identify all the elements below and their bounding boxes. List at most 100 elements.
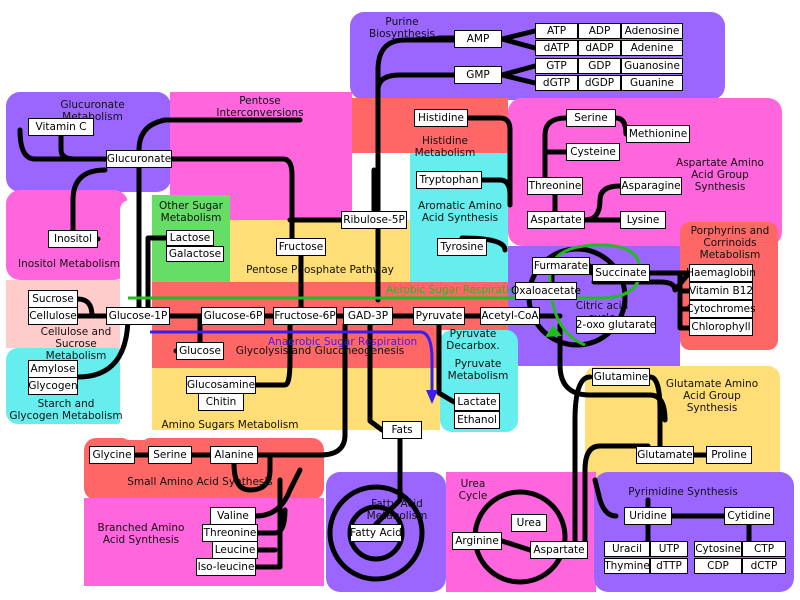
aerobic-flow-label: Aerobic Sugar Respiration [386, 284, 522, 296]
pathway-line [557, 322, 668, 423]
node-methionine: Methionine [626, 125, 690, 143]
node-glutamine: Glutamine [592, 368, 650, 386]
node-fructose-6p: Fructose-6P [273, 307, 337, 325]
node-aspartate-top: Aspartate [527, 211, 585, 229]
pathway-line [402, 35, 457, 43]
node-serine-top: Serine [566, 109, 616, 127]
node-threonine-top: Threonine [527, 177, 583, 195]
region-title-glycolysis: Glycolysis and Gluconeogenesis [235, 345, 405, 357]
region-title-amino-sugars: Amino Sugars Metabolism [161, 419, 299, 431]
node-oxoglutarate: 2-oxo glutarate [576, 316, 656, 334]
region-title-pyruvate-metab: Pyruvate Metabolism [447, 358, 509, 382]
pathway-line [70, 167, 108, 203]
node-adenine: Adenine [621, 40, 683, 56]
node-galactose: Galactose [166, 246, 224, 262]
node-vitamin-b12: Vitamin B12 [689, 282, 753, 300]
node-glucose-6p: Glucose-6P [201, 307, 265, 325]
node-glutamate: Glutamate [636, 446, 694, 464]
node-gtp: GTP [535, 58, 578, 74]
node-cytochromes: Cytochromes [686, 300, 756, 318]
node-ctp: CTP [742, 541, 786, 557]
node-alanine: Alanine [210, 446, 258, 464]
region-title-inositol: Inositol Metabolism [17, 258, 121, 270]
node-dgtp: dGTP [535, 75, 578, 91]
region-title-pyruvate-decarbox: Pyruvate Decarbox. [446, 328, 500, 352]
pathway-line [255, 322, 348, 458]
node-atp: ATP [535, 23, 578, 39]
node-utp: UTP [650, 541, 688, 557]
node-ethanol: Ethanol [454, 411, 500, 429]
pathway-line [592, 477, 619, 519]
node-adenosine: Adenosine [621, 23, 683, 39]
region-aspartate [508, 98, 782, 246]
node-cellulose: Cellulose [28, 307, 78, 325]
pathway-line [75, 313, 131, 380]
node-vitamin-c: Vitamin C [28, 118, 94, 136]
pathway-line [375, 72, 457, 93]
region-title-pentose-phosphate: Pentose Phosphate Pathway [246, 264, 394, 276]
pathway-line [572, 374, 593, 544]
node-uracil: Uracil [604, 541, 650, 557]
node-guanine: Guanine [621, 75, 683, 91]
aerobic-flow-line [128, 243, 642, 347]
node-fatty-acid: Fatty Acid [350, 524, 402, 542]
pathway-line [582, 443, 651, 544]
pathway-line [499, 72, 538, 86]
region-title-fatty-acid: Fatty Acid Metabolism [366, 498, 428, 522]
node-lysine: Lysine [620, 211, 666, 229]
node-fats: Fats [382, 421, 422, 439]
node-guanosine: Guanosine [621, 58, 683, 74]
pathway-line [367, 322, 385, 433]
pathway-line [218, 322, 293, 388]
node-datp: dATP [535, 40, 578, 56]
region-title-other-sugar: Other Sugar Metabolism [159, 200, 223, 224]
node-pyruvate: Pyruvate [413, 307, 465, 325]
pathway-line [145, 235, 169, 319]
node-amp: AMP [454, 30, 502, 48]
node-dgdp: dGDP [578, 75, 621, 91]
aerobic-arrowhead [545, 325, 562, 337]
node-oxaloacetate: Oxaloacetate [511, 282, 581, 300]
pathway-line [499, 63, 538, 78]
pathway-line [231, 452, 273, 493]
node-lactose: Lactose [166, 230, 214, 246]
region-title-porphyrins: Porphyrins and Corrinoids Metabolism [690, 225, 770, 261]
node-asparagine: Asparagine [620, 177, 682, 195]
node-serine-bottom: Serine [148, 446, 192, 464]
node-tryptophan: Tryptophan [416, 171, 482, 189]
node-thymine: Thymine [604, 558, 650, 574]
node-sucrose: Sucrose [28, 290, 78, 308]
pathway-line [436, 313, 457, 405]
region-title-cellulose: Cellulose and Sucrose Metabolism [40, 326, 112, 362]
pathway-line [591, 270, 692, 293]
pathway-line [136, 156, 295, 243]
node-chlorophyll: Chlorophyll [689, 318, 753, 336]
pathway-line [58, 133, 109, 162]
pathway-line [373, 436, 403, 527]
node-glycogen: Glycogen [28, 377, 78, 395]
pathway-line [499, 538, 533, 553]
pathway-line [253, 477, 283, 570]
node-amylose: Amylose [28, 360, 78, 378]
node-uridine: Uridine [624, 507, 672, 525]
pathway-line [542, 115, 593, 180]
node-fructose: Fructose [276, 238, 326, 256]
region-title-glutamate: Glutamate Amino Acid Group Synthesis [665, 378, 759, 414]
pathway-line [499, 36, 538, 51]
node-glucosamine: Glucosamine [186, 376, 256, 394]
pathway-line [463, 115, 513, 208]
region-title-pentose-interconv: Pentose Interconversions [216, 95, 304, 119]
node-arginine: Arginine [452, 532, 502, 550]
node-gmp: GMP [454, 66, 502, 84]
node-cysteine: Cysteine [566, 143, 620, 161]
region-title-branched: Branched Amino Acid Synthesis [97, 522, 185, 546]
node-iso-leucine: Iso-leucine [196, 558, 256, 576]
region-title-purine: Purine Biosynthesis [369, 16, 435, 40]
pathway-line [499, 28, 538, 42]
node-valine: Valine [210, 507, 256, 525]
node-chitin: Chitin [198, 393, 244, 411]
region-title-small-amino: Small Amino Acid Synthesis [127, 476, 273, 488]
region-title-histidine: Histidine Metabolism [414, 135, 476, 159]
